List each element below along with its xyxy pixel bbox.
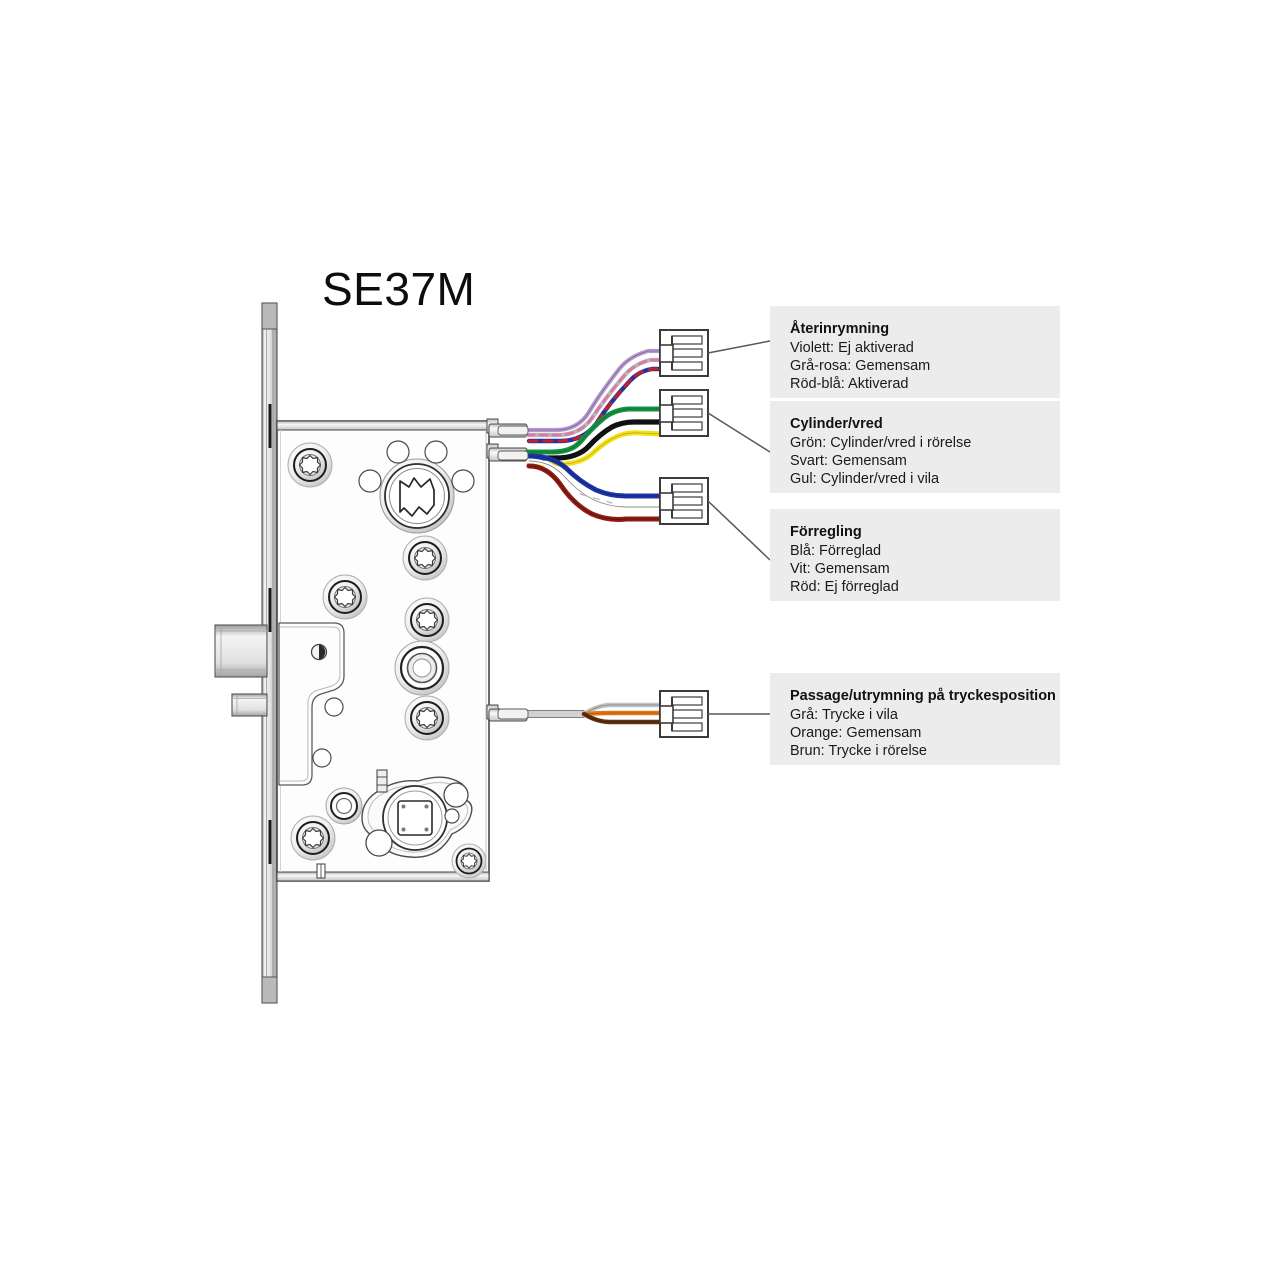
- callout-title: Förregling: [790, 524, 862, 540]
- callout-line: Violett: Ej aktiverad: [790, 340, 914, 357]
- indicator-slot: [376, 769, 388, 793]
- connector-lower: [659, 477, 709, 525]
- slotted-pin: [310, 643, 328, 661]
- leader-lines: [707, 340, 771, 715]
- callout-line: Röd-blå: Aktiverad: [790, 376, 909, 393]
- aterinrymning-harness: [524, 348, 665, 444]
- torx-screw: [404, 597, 450, 643]
- passage-sheath-collar: [497, 708, 529, 720]
- callout-title: Passage/utrymning på tryckesposition: [790, 688, 1056, 704]
- spindle-follower: [361, 776, 473, 858]
- callout-line: Röd: Ej förreglad: [790, 579, 899, 596]
- torx-screw: [322, 574, 368, 620]
- latch-carrier-plate: [278, 622, 345, 786]
- leader-forregling: [707, 500, 771, 561]
- callout-cylindervred: Cylinder/vred Grön: Cylinder/vred i röre…: [770, 401, 1060, 493]
- callout-title: Återinrymning: [790, 321, 890, 337]
- lower-slot: [316, 863, 326, 879]
- forregling-harness: [526, 453, 665, 522]
- callout-line: Grå: Trycke i vila: [790, 707, 898, 724]
- lock-case: [276, 420, 490, 882]
- faceplate: [261, 302, 278, 1004]
- mounting-holes: [358, 440, 475, 493]
- callout-line: Svart: Gemensam: [790, 453, 907, 470]
- cylinder-keyhole: [379, 458, 455, 534]
- callout-line: Blå: Förreglad: [790, 543, 882, 560]
- callout-line: Grå-rosa: Gemensam: [790, 358, 931, 375]
- deadbolt: [214, 624, 268, 678]
- passage-harness: [523, 702, 665, 725]
- page-title: SE37M: [322, 263, 476, 315]
- connector-bottom: [659, 690, 709, 738]
- callout-aterinrymning: Återinrymning Violett: Ej aktiverad Grå-…: [770, 306, 1060, 398]
- torx-screw: [402, 535, 448, 581]
- latch-bolt: [231, 693, 268, 717]
- callout-line: Orange: Gemensam: [790, 725, 922, 742]
- bushing-hole: [394, 640, 450, 696]
- callout-line: Vit: Gemensam: [790, 561, 890, 578]
- callout-title: Cylinder/vred: [790, 416, 883, 432]
- callout-forregling: Förregling Blå: Förreglad Vit: Gemensam …: [770, 509, 1060, 601]
- callout-line: Gul: Cylinder/vred i vila: [790, 471, 940, 488]
- connector-top: [659, 329, 709, 377]
- callout-passage: Passage/utrymning på tryckesposition Grå…: [770, 673, 1060, 765]
- harness-sheath: [497, 425, 529, 461]
- torx-screw: [451, 843, 487, 879]
- cable-gland-lower: [486, 704, 528, 722]
- torx-screw: [404, 695, 450, 741]
- torx-screw: [287, 442, 333, 488]
- cable-gland-upper: [486, 418, 528, 462]
- small-bushing-hole: [325, 787, 363, 825]
- leader-aterinrymning: [707, 340, 771, 354]
- callout-line: Grön: Cylinder/vred i rörelse: [790, 435, 972, 452]
- leader-cylindervred: [707, 412, 771, 453]
- cylindervred-harness: [524, 406, 665, 467]
- connector-middle: [659, 389, 709, 437]
- torx-screw: [290, 815, 336, 861]
- callout-line: Brun: Trycke i rörelse: [790, 743, 927, 760]
